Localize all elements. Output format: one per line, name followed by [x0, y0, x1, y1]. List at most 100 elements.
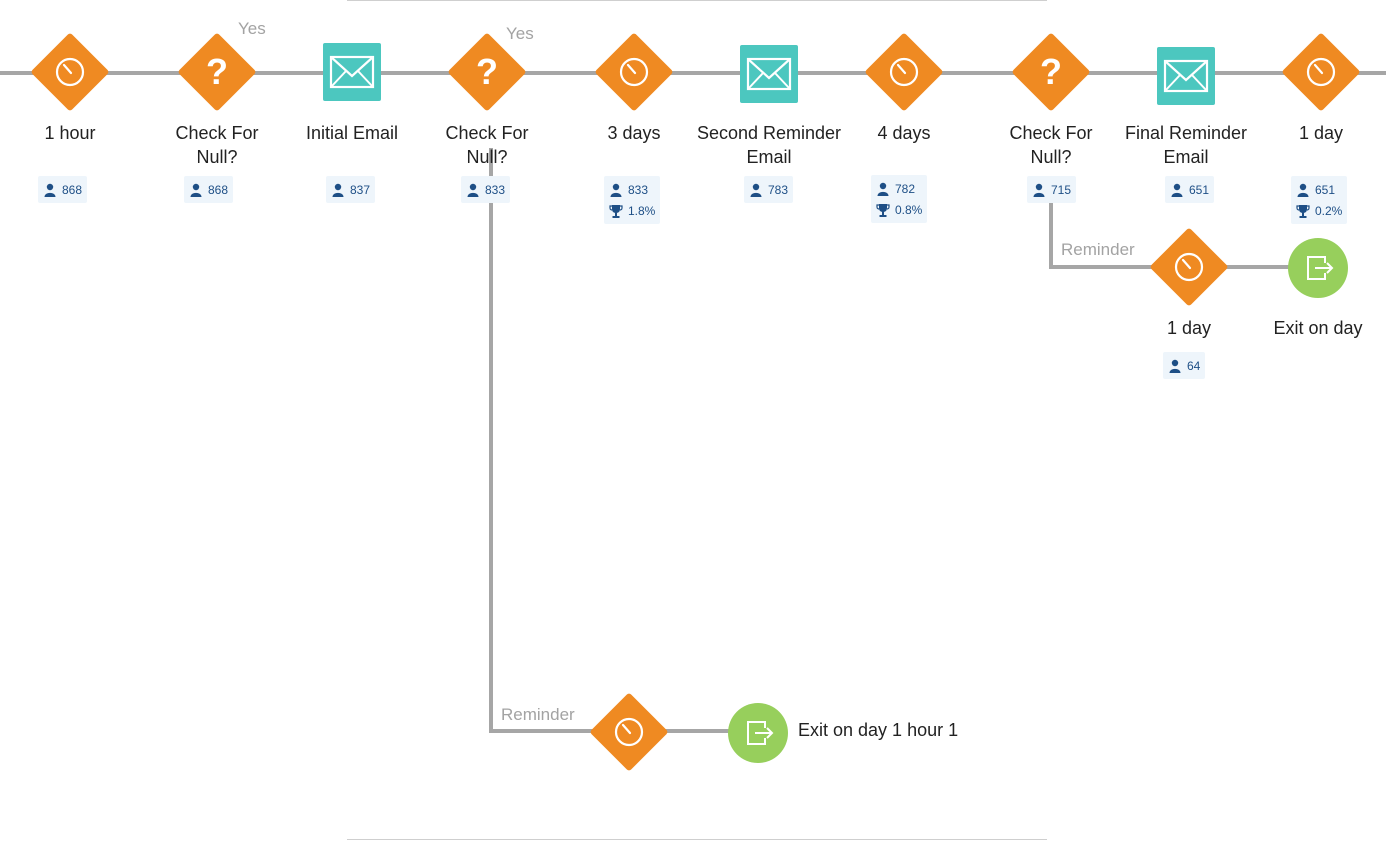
person-icon [750, 183, 762, 197]
reminder-connector-2 [1049, 202, 1318, 269]
question-icon: ? [476, 51, 498, 92]
reminder-connector-1 [489, 148, 758, 733]
node-label: Second Reminder Email [696, 123, 842, 167]
question-icon: ? [206, 51, 228, 92]
conversion-rate: 1.8% [628, 203, 656, 218]
node-label: 3 days [607, 123, 661, 143]
person-icon [610, 183, 622, 197]
wait-node-3-days[interactable] [594, 32, 674, 112]
wait-node-4-days[interactable] [864, 32, 944, 112]
people-count: 651 [1315, 182, 1336, 197]
email-node-final-reminder[interactable] [1157, 47, 1215, 105]
people-count: 783 [768, 182, 789, 197]
condition-node-check-for-null[interactable]: ? [447, 32, 527, 112]
node-label: 1 hour [44, 123, 96, 143]
branch-label-reminder: Reminder [501, 705, 575, 724]
branch-label-reminder: Reminder [1061, 240, 1135, 259]
condition-node-check-for-null[interactable]: ? [177, 32, 257, 112]
people-count: 651 [1189, 182, 1210, 197]
node-stats: 782 0.8% [871, 175, 928, 223]
person-icon [332, 183, 344, 197]
node-stats: 715 [1027, 176, 1077, 203]
envelope-icon [746, 57, 792, 91]
people-count: 64 [1187, 358, 1201, 373]
timer-icon [614, 717, 644, 747]
node-stats: 651 [1165, 176, 1215, 203]
person-icon [190, 183, 202, 197]
people-stat: 833 [466, 179, 505, 200]
timer-icon [889, 57, 919, 87]
exit-icon [1307, 256, 1334, 280]
wait-node-1-hour[interactable] [30, 32, 110, 112]
people-stat: 651 [1296, 179, 1342, 200]
node-stats: 868 [38, 176, 88, 203]
person-icon [467, 183, 479, 197]
envelope-icon [1163, 59, 1209, 93]
trophy-icon [876, 203, 890, 217]
people-count: 837 [350, 182, 371, 197]
node-stats: 64 [1163, 352, 1206, 379]
people-count: 833 [485, 182, 506, 197]
node-label: 1 day [1166, 318, 1212, 338]
branch-label-yes: Yes [238, 19, 266, 38]
exit-node[interactable] [728, 703, 788, 763]
node-label: Check For Null? [175, 123, 259, 167]
person-icon [1033, 183, 1045, 197]
people-count: 782 [895, 181, 916, 196]
conversion-stat: 0.8% [876, 199, 922, 220]
person-icon [1169, 359, 1181, 373]
people-stat: 868 [189, 179, 228, 200]
people-stat: 833 [609, 179, 655, 200]
timer-icon [619, 57, 649, 87]
conversion-stat: 1.8% [609, 200, 655, 221]
node-stats: 833 1.8% [604, 176, 661, 224]
timer-icon [1174, 252, 1204, 282]
person-icon [44, 183, 56, 197]
timer-icon [1306, 57, 1336, 87]
node-stats: 833 [461, 176, 511, 203]
people-stat: 868 [43, 179, 82, 200]
people-stat: 64 [1168, 355, 1200, 376]
node-label: Check For Null? [1009, 123, 1093, 167]
people-stat: 783 [749, 179, 788, 200]
wait-node-reminder-1-day[interactable] [1149, 227, 1229, 307]
conversion-rate: 0.2% [1315, 203, 1343, 218]
person-icon [877, 182, 889, 196]
person-icon [1171, 183, 1183, 197]
conversion-rate: 0.8% [895, 202, 923, 217]
wait-node-1-day[interactable] [1281, 32, 1361, 112]
people-count: 868 [208, 182, 229, 197]
condition-node-check-for-null[interactable]: ? [1011, 32, 1091, 112]
people-stat: 782 [876, 178, 922, 199]
people-count: 868 [62, 182, 83, 197]
email-node-initial[interactable] [323, 43, 381, 101]
node-stats: 868 [184, 176, 234, 203]
node-stats: 783 [744, 176, 794, 203]
node-stats: 651 0.2% [1291, 176, 1348, 224]
timer-icon [55, 57, 85, 87]
people-count: 715 [1051, 182, 1072, 197]
trophy-icon [609, 204, 623, 218]
person-icon [1297, 183, 1309, 197]
node-label: Initial Email [305, 123, 399, 143]
trophy-icon [1296, 204, 1310, 218]
envelope-icon [329, 55, 375, 89]
node-label: 4 days [877, 123, 931, 143]
people-stat: 715 [1032, 179, 1071, 200]
conversion-stat: 0.2% [1296, 200, 1342, 221]
people-stat: 837 [331, 179, 370, 200]
question-icon: ? [1040, 51, 1062, 92]
node-stats: 837 [326, 176, 376, 203]
wait-node-reminder[interactable] [589, 692, 669, 772]
exit-label: Exit on day 1 hour 1 [798, 720, 959, 740]
node-label: 1 day [1298, 123, 1344, 143]
email-node-second-reminder[interactable] [740, 45, 798, 103]
node-label: Final Reminder Email [1124, 123, 1248, 167]
people-stat: 651 [1170, 179, 1209, 200]
exit-icon [747, 721, 774, 745]
exit-label: Exit on day [1273, 318, 1363, 338]
exit-node[interactable] [1288, 238, 1348, 298]
people-count: 833 [628, 182, 649, 197]
branch-label-yes: Yes [506, 24, 534, 43]
